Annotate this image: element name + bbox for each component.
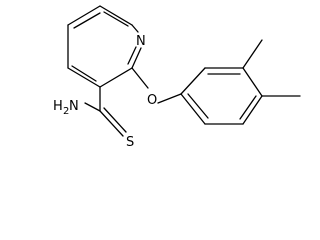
bond-o-aryl xyxy=(157,93,182,104)
bond-ar-4 xyxy=(242,95,263,125)
bond-thioamide-n xyxy=(84,102,101,112)
bond-c6-n1 xyxy=(131,24,139,33)
bond-c6-c5-inner xyxy=(103,11,129,27)
molecule-drawing: N O S H 2 N xyxy=(53,5,301,150)
atom-amide-nh2: H 2 N xyxy=(53,99,79,117)
bond-c3-c4 xyxy=(67,67,101,88)
amide-n-label: N xyxy=(69,99,79,114)
bond-ar-3 xyxy=(242,67,263,97)
bond-ar-1 xyxy=(180,67,206,95)
bond-thioamide-s xyxy=(99,110,124,137)
bond-c2-c3 xyxy=(99,67,133,88)
atom-ether-oxygen: O xyxy=(147,93,157,108)
bond-n1-c2-inner xyxy=(127,46,137,65)
amide-h-count: 2 xyxy=(63,106,69,117)
bond-n1-c2 xyxy=(131,47,142,69)
bond-c3-c4-inner xyxy=(71,65,97,82)
bonds xyxy=(67,5,301,137)
bond-c6-c5 xyxy=(99,5,133,26)
bond-c5-c6 xyxy=(67,5,101,26)
bond-c5-c6-inner xyxy=(73,12,101,29)
bond-c2-o xyxy=(131,67,149,89)
structure-canvas: N O S H 2 N xyxy=(53,5,301,150)
atom-thione-sulfur: S xyxy=(126,135,134,150)
bond-methyl-3 xyxy=(242,39,263,69)
bond-ar-6-inner xyxy=(187,93,209,119)
bond-ar-6 xyxy=(180,93,206,125)
amide-h-label: H xyxy=(53,99,63,114)
atom-ring-nitrogen: N xyxy=(136,34,146,49)
bond-ar-4-inner xyxy=(239,95,257,120)
bond-thioamide-s-double xyxy=(103,107,127,133)
